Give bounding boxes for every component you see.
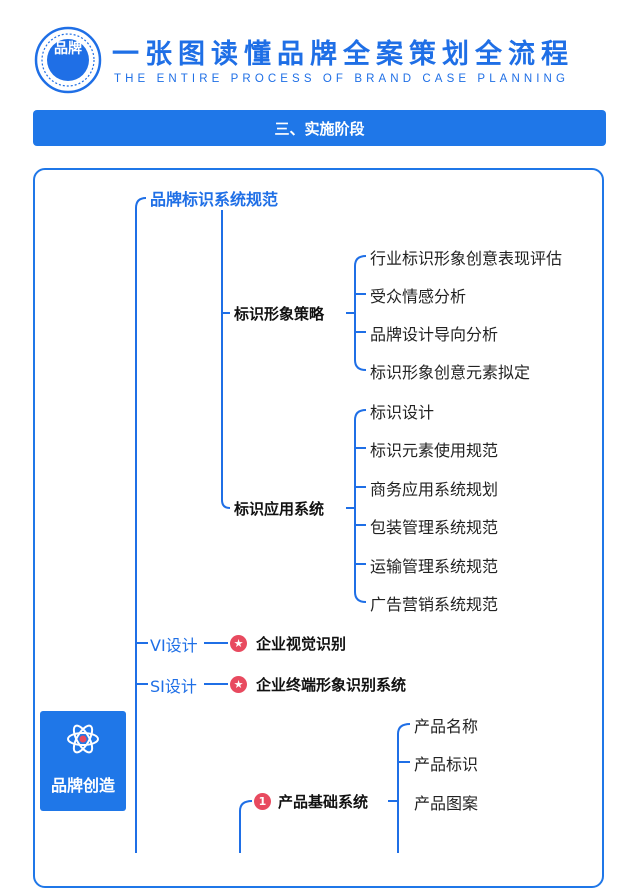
leaf-application-6: 广告营销系统规范 xyxy=(370,595,499,614)
leaf-strategy-2: 受众情感分析 xyxy=(370,287,467,306)
logo-text: 品牌 xyxy=(54,41,82,57)
leaf-application-3: 商务应用系统规划 xyxy=(370,480,499,499)
leaf-strategy-3: 品牌设计导向分析 xyxy=(370,325,499,344)
number-badge: 1 xyxy=(254,793,271,810)
leaf-application-2: 标识元素使用规范 xyxy=(370,441,499,460)
connector-lines xyxy=(135,197,411,853)
atom-icon xyxy=(67,724,99,754)
brand-logo xyxy=(34,26,102,94)
leaf-application-5: 运输管理系统规范 xyxy=(370,557,499,576)
leaf-product-3: 产品图案 xyxy=(414,794,479,813)
leaf-product-2: 产品标识 xyxy=(414,755,479,774)
si-target: 企业终端形象识别系统 xyxy=(256,676,407,694)
node-identity-application: 标识应用系统 xyxy=(234,500,325,518)
leaf-strategy-4: 标识形象创意元素拟定 xyxy=(370,363,531,382)
leaf-product-1: 产品名称 xyxy=(414,717,479,736)
leaf-strategy-1: 行业标识形象创意表现评估 xyxy=(370,249,563,268)
root-node-label: 品牌创造 xyxy=(50,776,115,795)
section-title-bar: 三、实施阶段 xyxy=(33,110,606,146)
vi-target: 企业视觉识别 xyxy=(256,635,347,653)
root-node-brand-creation xyxy=(40,711,126,811)
node-product-base-system: 产品基础系统 xyxy=(278,793,369,811)
leaf-application-1: 标识设计 xyxy=(370,403,435,422)
leaf-application-4: 包装管理系统规范 xyxy=(370,518,499,537)
star-icon: ★ xyxy=(230,676,247,693)
section-title: 三、实施阶段 xyxy=(274,119,365,138)
star-icon: ★ xyxy=(230,635,247,652)
branch-vi-design: VI设计 xyxy=(150,636,198,655)
page-title: 一张图读懂品牌全案策划全流程 xyxy=(112,39,574,70)
page-subtitle: THE ENTIRE PROCESS OF BRAND CASE PLANNIN… xyxy=(114,73,570,85)
node-identity-strategy: 标识形象策略 xyxy=(234,305,325,323)
branch-si-design: SI设计 xyxy=(150,677,197,696)
branch-brand-identity-standard: 品牌标识系统规范 xyxy=(150,190,279,209)
